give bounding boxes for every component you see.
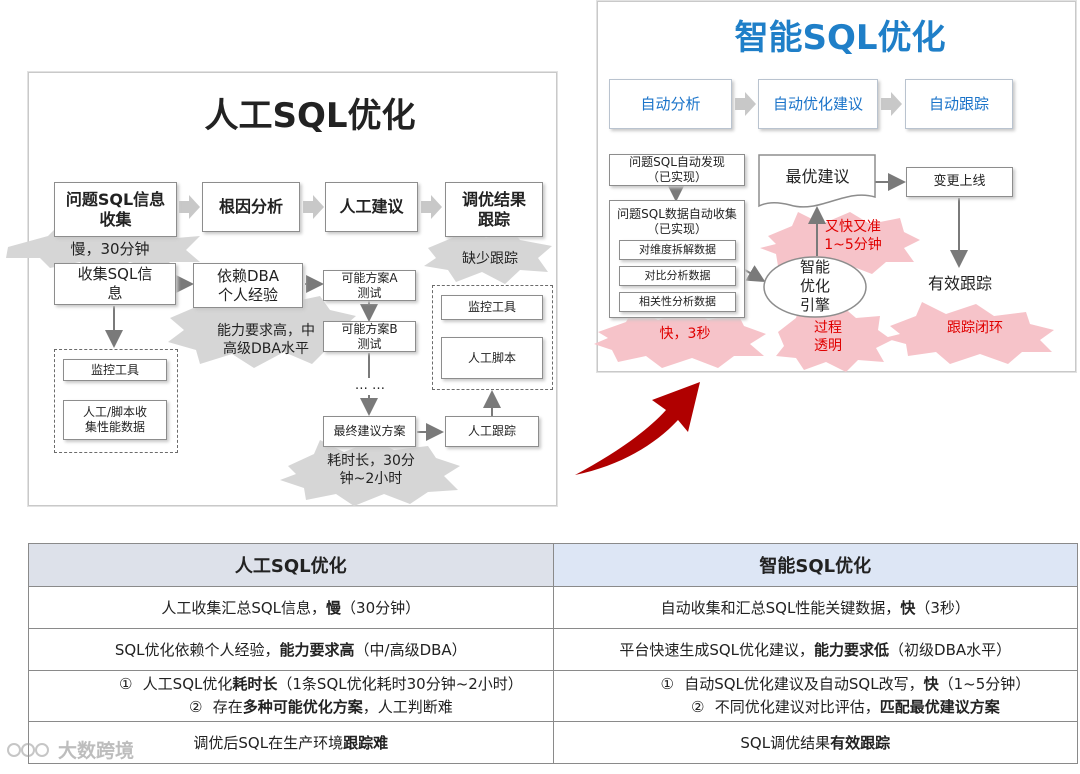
closed-loop-label: 跟踪闭环: [947, 320, 1003, 336]
r1-left: 人工收集汇总SQL信息，慢（30分钟）: [28, 586, 554, 629]
auto-collect-label: 问题SQL数据自动收集 （已实现）: [617, 207, 737, 236]
r4-right: SQL调优结果有效跟踪: [552, 721, 1078, 764]
effective-track-label: 有效跟踪: [927, 274, 992, 293]
best-advice-label: 最优建议: [785, 167, 850, 186]
plan-b-box: 可能方案B 测试: [323, 321, 416, 352]
watermark-logo-icon: [7, 742, 49, 757]
flow-auto-advice: 自动优化建议: [758, 79, 878, 129]
collect-sql-box: 收集SQL信 息: [54, 263, 176, 305]
smart-title: 智能SQL优化: [734, 18, 946, 58]
step-root-cause: 根因分析: [202, 182, 300, 232]
plan-a-box: 可能方案A 测试: [323, 270, 416, 301]
r1-right: 自动收集和汇总SQL性能关键数据，快（3秒）: [552, 586, 1078, 629]
left-script-collect: 人工/脚本收 集性能数据: [63, 400, 167, 440]
comparison-table: 人工SQL优化 智能SQL优化 人工收集汇总SQL信息，慢（30分钟） 自动收集…: [28, 543, 1078, 764]
header-manual: 人工SQL优化: [28, 543, 554, 587]
watermark: 大数跨境: [6, 736, 134, 763]
right-monitor-tool: 监控工具: [441, 295, 543, 320]
final-plan-box: 最终建议方案: [323, 416, 416, 447]
r2-left: SQL优化依赖个人经验，能力要求高（中/高级DBA）: [28, 628, 554, 671]
table-row: SQL优化依赖个人经验，能力要求高（中/高级DBA） 平台快速生成SQL优化建议…: [28, 628, 1078, 671]
transition-arrow: [575, 382, 700, 475]
flow-auto-track: 自动跟踪: [905, 79, 1013, 129]
sub-compare-box: 对比分析数据: [619, 266, 736, 286]
burst-ability: [168, 292, 360, 368]
r4-left: 调优后SQL在生产环境跟踪难: [28, 721, 554, 764]
auto-discover-box: 问题SQL自动发现 （已实现）: [609, 154, 745, 186]
left-monitor-tool: 监控工具: [63, 359, 167, 381]
fast-accurate-label: 又快又准 1~5分钟: [824, 219, 882, 253]
step-track: 调优结果 跟踪: [445, 182, 543, 237]
burst-transparent: [776, 304, 892, 372]
flow-auto-analysis: 自动分析: [609, 79, 732, 129]
step-manual-advice: 人工建议: [325, 182, 418, 232]
transparent-label: 过程 透明: [814, 320, 842, 354]
manual-track-box: 人工跟踪: [445, 416, 539, 447]
right-tools-group: [432, 285, 553, 390]
table-row: 人工收集汇总SQL信息，慢（30分钟） 自动收集和汇总SQL性能关键数据，快（3…: [28, 586, 1078, 629]
burst-notrack-label: 缺少跟踪: [462, 251, 518, 267]
burst-ability-label: 能力要求高，中 高级DBA水平: [217, 323, 315, 357]
header-smart: 智能SQL优化: [552, 543, 1078, 587]
left-tools-group: [54, 349, 178, 453]
burst-notrack: [424, 226, 552, 284]
sub-correlation-box: 相关性分析数据: [619, 292, 736, 312]
manual-title: 人工SQL优化: [204, 96, 416, 136]
rely-dba-box: 依赖DBA 个人经验: [193, 263, 303, 308]
right-manual-script: 人工脚本: [441, 337, 543, 379]
fast-label: 快，3秒: [659, 326, 711, 342]
watermark-text: 大数跨境: [58, 740, 135, 762]
engine-label: 智能 优化 引擎: [799, 258, 830, 314]
burst-time: [280, 440, 460, 506]
step-collect: 问题SQL信息 收集: [54, 182, 177, 237]
r2-right: 平台快速生成SQL优化建议，能力要求低（初级DBA水平）: [552, 628, 1078, 671]
ellipsis: … …: [354, 378, 386, 393]
burst-loop: [884, 302, 1054, 364]
sub-dimension-box: 对维度拆解数据: [619, 240, 736, 260]
burst-time-label: 耗时长，30分 钟~2小时: [327, 453, 415, 487]
burst-fast: [594, 308, 766, 368]
change-online-box: 变更上线: [906, 167, 1013, 197]
burst-slow-label: 慢，30分钟: [70, 240, 150, 258]
table-row: 调优后SQL在生产环境跟踪难 SQL调优结果有效跟踪: [28, 721, 1078, 764]
